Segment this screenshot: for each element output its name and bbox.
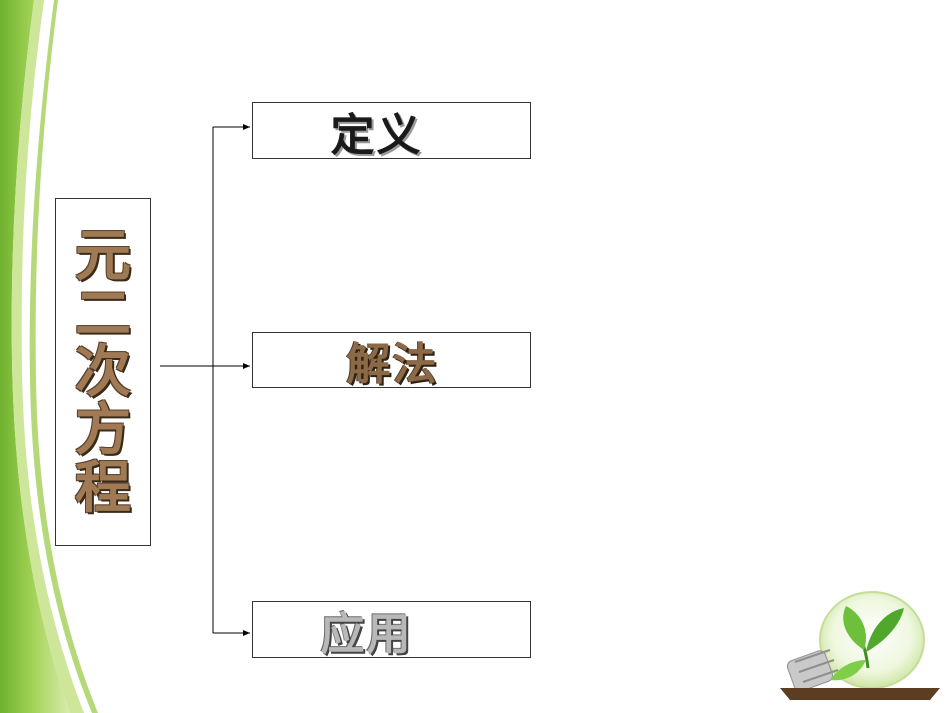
branch-definition: 定义 <box>252 102 531 161</box>
root-char: 二 <box>75 281 131 347</box>
root-node: 元 二 次 方 程 <box>55 198 151 546</box>
leaf-icon <box>780 591 940 700</box>
root-char: 次 <box>75 339 131 405</box>
green-swoosh-light <box>11 0 85 713</box>
root-char: 方 <box>75 397 131 463</box>
branch-application: 应用 <box>252 601 531 660</box>
branch-application-label: 应用 <box>320 608 413 660</box>
root-char: 元 <box>75 223 131 289</box>
branch-solution-label: 解法 <box>346 339 439 390</box>
green-swoosh <box>0 0 70 713</box>
branch-solution: 解法 <box>252 332 531 390</box>
root-char: 程 <box>75 455 131 521</box>
green-swoosh-thin <box>29 0 99 713</box>
branch-definition-label: 定义 <box>330 109 423 161</box>
